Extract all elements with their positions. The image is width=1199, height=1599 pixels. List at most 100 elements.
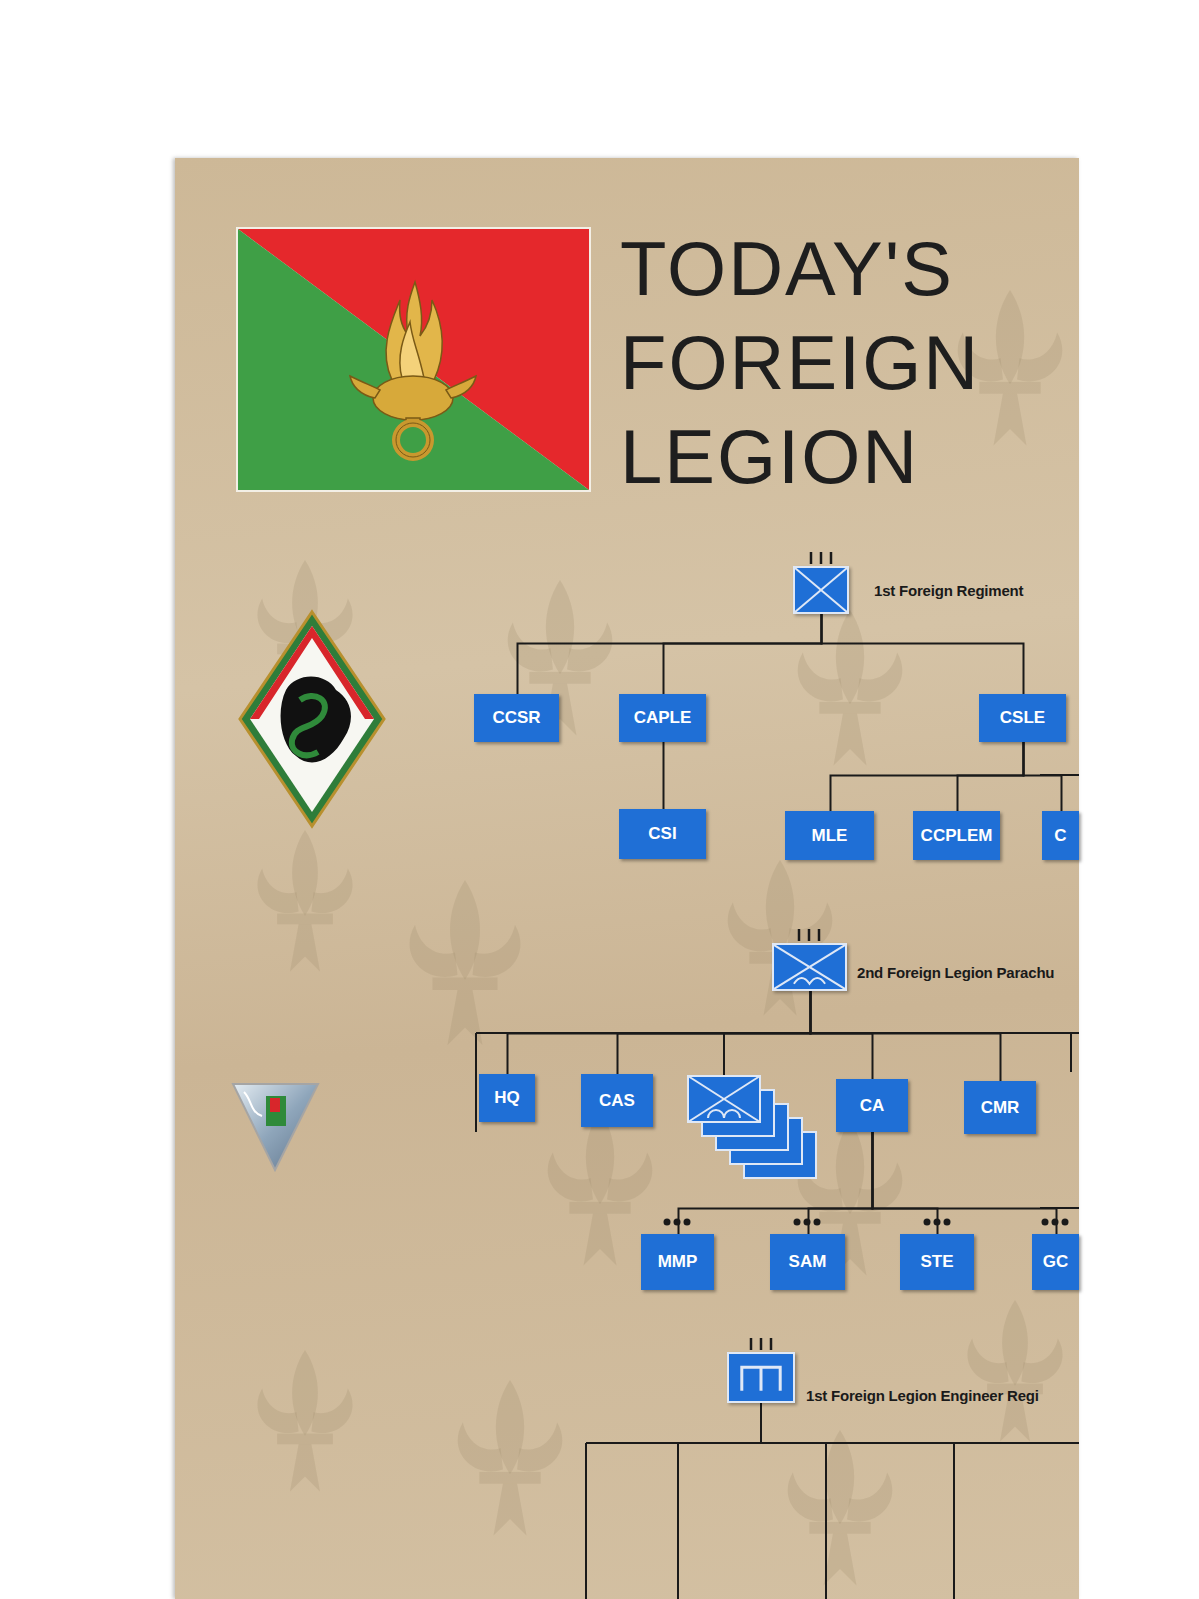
tree-line (1070, 1033, 1072, 1072)
legion-flag (238, 229, 589, 490)
unit-abbreviation: C (1054, 826, 1066, 846)
tree-connector (809, 1132, 873, 1234)
unit-box: CSLE (979, 694, 1066, 742)
section-dots (1062, 1219, 1069, 1226)
company-stack (688, 1076, 760, 1122)
poster-title: TODAY'S FOREIGN LEGION (620, 222, 1050, 504)
tree-connector (618, 991, 811, 1074)
company-stack (688, 1076, 760, 1122)
unit-abbreviation: MMP (658, 1252, 698, 1272)
unit-glyph (729, 1354, 793, 1401)
fleur-watermark (788, 1430, 893, 1586)
fleur-watermark (967, 1300, 1062, 1441)
tree-connector (822, 614, 1024, 694)
company-stack (688, 1076, 760, 1122)
unit-box: GC (1032, 1234, 1079, 1290)
infantry-cross (795, 568, 847, 612)
company-stack (708, 1110, 740, 1118)
unit-box: HQ (479, 1074, 535, 1122)
tree-connector (663, 742, 665, 809)
regiment-badge-triangle (270, 1098, 280, 1112)
fleur-watermark (458, 1380, 563, 1536)
unit-symbol: 1st Foreign Regiment (793, 566, 849, 614)
echelon-marks (808, 929, 811, 941)
tree-connector (679, 1132, 873, 1234)
regiment-badge-triangle (233, 1084, 318, 1170)
infantry-cross (774, 945, 845, 989)
grenade-emblem (396, 423, 430, 457)
regiment-badge-triangle (233, 1084, 318, 1170)
section-dots (684, 1219, 691, 1226)
fleur-watermark (257, 830, 352, 971)
tree-line (760, 1403, 762, 1443)
unit-box: CAS (581, 1074, 653, 1127)
section-dots (944, 1219, 951, 1226)
section-dots (814, 1219, 821, 1226)
tree-connector (831, 742, 1024, 811)
unit-box: MLE (785, 811, 874, 860)
tree-line (723, 1033, 725, 1076)
unit-symbol: 2nd Foreign Legion Parachu (772, 943, 847, 991)
section-dots (1042, 1219, 1049, 1226)
unit-box: CA (836, 1079, 908, 1132)
fleur-watermark (548, 1110, 653, 1266)
tree-line (475, 1033, 477, 1132)
unit-box: C (1042, 811, 1079, 860)
unit-box: CCPLEM (913, 811, 1000, 860)
legion-flag (236, 227, 591, 492)
unit-box: CMR (964, 1081, 1036, 1134)
regiment-badge-triangle (244, 1092, 262, 1116)
unit-box: STE (900, 1234, 974, 1290)
echelon-marks (750, 1338, 753, 1350)
unit-abbreviation: CMR (981, 1098, 1020, 1118)
echelon-marks (760, 1338, 763, 1350)
regiment-badge-triangle (266, 1096, 286, 1126)
tree-connector (508, 991, 811, 1074)
unit-abbreviation: CAPLE (634, 708, 692, 728)
tree-connector (518, 614, 822, 694)
engineer-glyph (742, 1367, 780, 1391)
tree-connector (664, 614, 822, 694)
unit-abbreviation: STE (920, 1252, 953, 1272)
echelon-marks (810, 552, 813, 564)
fleur-watermark (728, 860, 833, 1016)
section-dots (924, 1219, 931, 1226)
unit-symbol: 1st Foreign Legion Engineer Regi (727, 1352, 795, 1403)
tree-line (677, 1443, 679, 1599)
echelon-marks (818, 929, 821, 941)
tree-connector (1024, 742, 1062, 811)
unit-abbreviation: CSLE (1000, 708, 1045, 728)
unit-abbreviation: CCPLEM (921, 826, 993, 846)
unit-abbreviation: SAM (789, 1252, 827, 1272)
regiment-badge-diamond (240, 612, 384, 826)
grenade-emblem (400, 322, 424, 378)
echelon-marks (770, 1338, 773, 1350)
tree-connector (958, 742, 1024, 811)
section-dots (664, 1219, 1069, 1226)
regiment-label: 1st Foreign Legion Engineer Regi (806, 1387, 1039, 1404)
unit-glyph (774, 945, 845, 989)
grenade-emblem (350, 376, 380, 398)
grenade-emblem (446, 376, 476, 398)
echelon-marks (820, 552, 823, 564)
tree-line (953, 1443, 955, 1599)
tree-connector (873, 1132, 938, 1234)
grenade-emblem (373, 376, 453, 420)
tree-line (825, 1443, 827, 1599)
tree-line (585, 1443, 587, 1599)
unit-box: CSI (619, 809, 706, 859)
unit-box: MMP (641, 1234, 714, 1290)
infantry-cross (795, 568, 847, 612)
legion-flag (238, 229, 589, 490)
grenade-emblem (396, 423, 430, 457)
grenade-emblem (350, 282, 476, 457)
unit-abbreviation: CAS (599, 1091, 635, 1111)
unit-abbreviation: GC (1043, 1252, 1069, 1272)
regiment-label: 2nd Foreign Legion Parachu (857, 964, 1054, 981)
unit-glyph (795, 568, 847, 612)
regiment-badge-diamond (240, 612, 384, 826)
regiment-badge-diamond (250, 626, 374, 812)
